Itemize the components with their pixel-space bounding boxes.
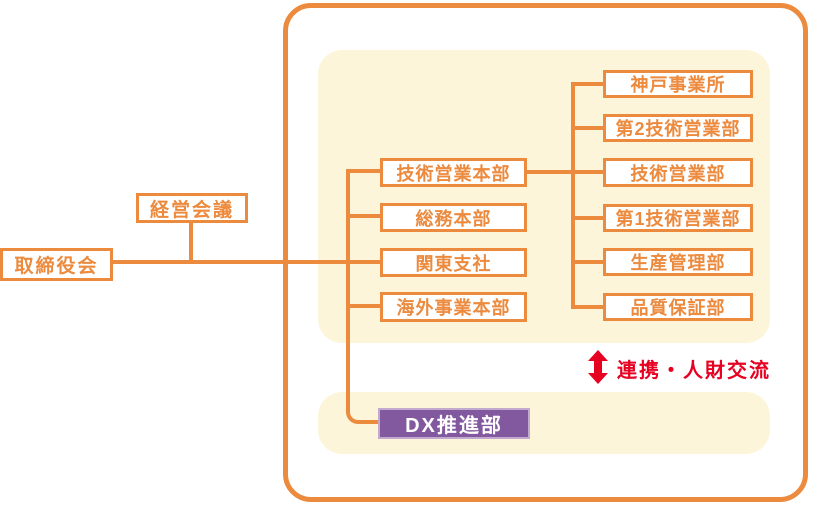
- box-division-general-affairs-hq: 総務本部: [380, 203, 527, 232]
- connector-branch-division-2: [348, 214, 380, 218]
- box-dx-promotion: DX推進部: [378, 408, 530, 439]
- box-dept-production-management: 生産管理部: [603, 248, 753, 276]
- connector-branch-dept-1: [571, 82, 603, 86]
- connector-management-drop: [189, 223, 193, 262]
- up-down-arrow-icon: [588, 350, 608, 384]
- box-dept-engineering-sales-2: 第2技術営業部: [603, 114, 753, 142]
- connector-branch-dept-5: [571, 260, 603, 264]
- box-management-council: 経営会議: [136, 193, 248, 223]
- connector-right-spine: [571, 82, 575, 309]
- connector-branch-dept-6: [571, 305, 603, 309]
- connector-branch-division-4: [348, 304, 380, 308]
- connector-division-to-departments: [527, 170, 603, 174]
- box-division-engineering-sales-hq: 技術営業本部: [380, 158, 527, 187]
- box-dept-engineering-sales-1: 第1技術営業部: [603, 204, 753, 232]
- box-division-kanto-branch: 関東支社: [380, 248, 527, 277]
- box-board-of-directors: 取締役会: [0, 248, 113, 281]
- connector-board-main: [113, 260, 380, 264]
- connector-branch-dept-2: [571, 126, 603, 130]
- box-dept-quality-assurance: 品質保証部: [603, 293, 753, 321]
- exchange-label: 連携・人財交流: [617, 360, 771, 382]
- connector-branch-division-1: [348, 169, 380, 173]
- connector-left-spine: [346, 169, 378, 424]
- connector-branch-dept-4: [571, 216, 603, 220]
- box-dept-kobe-office: 神戸事業所: [603, 70, 753, 98]
- box-division-overseas-business-hq: 海外事業本部: [380, 292, 527, 322]
- box-dept-engineering-sales: 技術営業部: [603, 158, 753, 187]
